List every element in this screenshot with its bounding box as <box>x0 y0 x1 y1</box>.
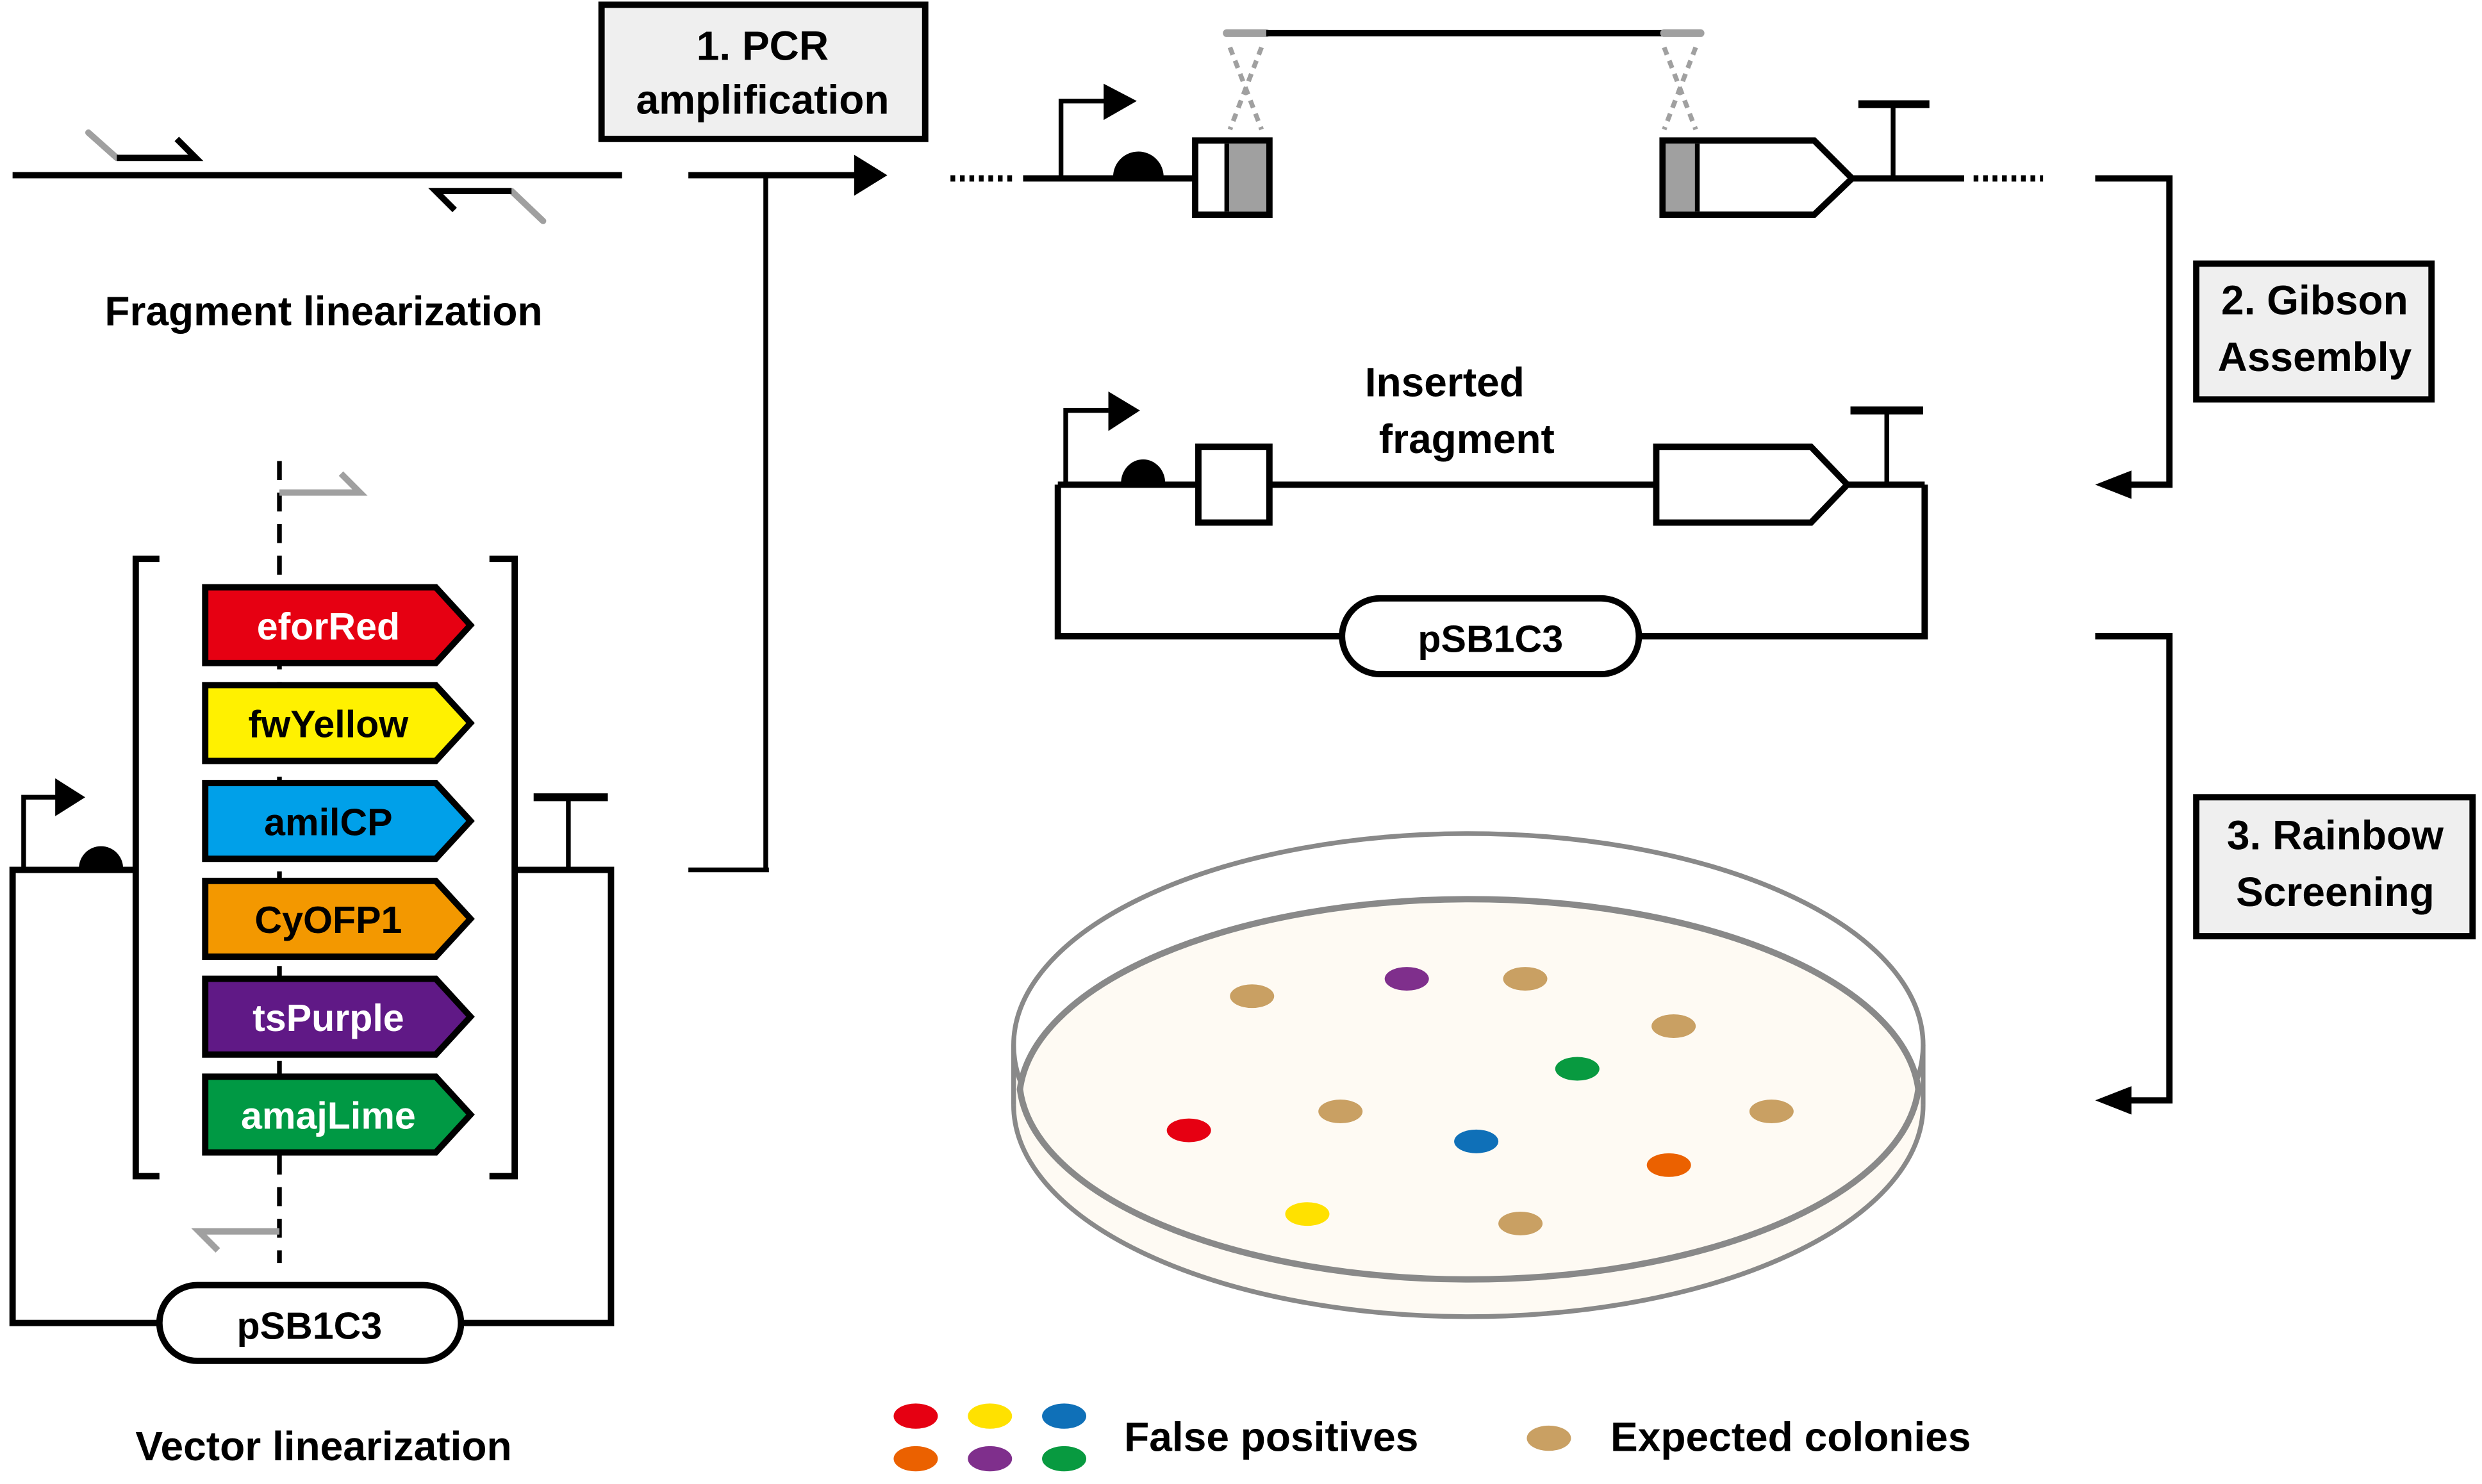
gene-stack: eforRed fwYellow amilCP CyOFP1 tsPurple amajL… <box>202 584 475 1156</box>
false-positive-colony <box>1646 1153 1691 1177</box>
terminator-icon <box>1850 406 1923 485</box>
step-gibson-line1: 2. Gibson <box>2221 277 2408 323</box>
promoter-icon <box>1063 392 1140 485</box>
forward-primer-icon <box>85 129 204 161</box>
overlap-crossover-left <box>1227 46 1264 131</box>
gene-CyOFP1: CyOFP1 <box>202 877 475 960</box>
expected-colony <box>1651 1014 1696 1038</box>
gene-label: fwYellow <box>249 703 410 746</box>
gene-arrow-shape <box>202 975 475 1058</box>
right-cds-overlap <box>1659 137 1857 218</box>
backbone-label: pSB1C3 <box>1418 618 1563 661</box>
pcr-flow-arrows <box>688 154 888 873</box>
promoter-icon <box>1058 83 1137 179</box>
legend: False positives Expected colonies <box>893 1403 1971 1472</box>
colony-layer <box>1166 967 1794 1235</box>
legend-expected-swatch <box>1526 1425 1571 1451</box>
fragment-template: Fragment linearization <box>12 129 622 334</box>
false-positive-colony <box>1384 967 1429 991</box>
left-overlap-box <box>1192 137 1273 218</box>
bracket-left <box>132 556 160 1180</box>
gene-label: eforRed <box>257 605 400 648</box>
reverse-primer-icon <box>428 188 547 224</box>
vector-library: eforRed fwYellow amilCP CyOFP1 tsPurple amajL… <box>9 461 615 1469</box>
backbone-capsule <box>1339 595 1642 677</box>
gene-label: CyOFP1 <box>254 898 402 941</box>
step-rainbow-line1: 3. Rainbow <box>2227 812 2444 859</box>
gene-amajLime: amajLime <box>202 1073 475 1156</box>
step-pcr-line1: 1. PCR <box>697 23 829 69</box>
rbs-icon <box>1121 459 1166 483</box>
gene-eforRed: eforRed <box>202 584 475 666</box>
false-positive-colony <box>1555 1057 1600 1081</box>
legend-swatch <box>893 1403 938 1429</box>
legend-swatch <box>968 1403 1013 1429</box>
false-positive-colony <box>1166 1118 1211 1142</box>
fragment-linearization-label: Fragment linearization <box>104 288 542 334</box>
arrow-left-icon <box>2095 1086 2132 1115</box>
terminator-icon <box>533 793 608 870</box>
gibson-flow-arrow <box>2095 175 2173 499</box>
false-positive-colony <box>1454 1129 1499 1153</box>
gene-label: amajLime <box>241 1094 416 1137</box>
assembled-plasmid: Inserted fragment pSB1C3 <box>1054 359 1928 677</box>
inserted-fragment-line1: Inserted <box>1365 359 1525 405</box>
false-positive-colony <box>1285 1202 1330 1226</box>
expected-colony <box>1498 1211 1543 1235</box>
legend-swatch <box>968 1446 1013 1472</box>
legend-false-positive-swatches <box>893 1403 1087 1472</box>
linearized-vector-ends <box>950 29 2044 218</box>
vector-backbone-label: pSB1C3 <box>236 1304 382 1347</box>
rainbow-flow-arrow <box>2095 632 2173 1115</box>
step-gibson-line2: Assembly <box>2218 334 2412 380</box>
arrow-right-icon <box>854 154 888 196</box>
terminator-icon <box>1858 100 1930 179</box>
gene-fwYellow: fwYellow <box>202 682 475 764</box>
expected-colony <box>1503 967 1548 991</box>
gene-tsPurple: tsPurple <box>202 975 475 1058</box>
vector-reverse-primer-icon <box>191 1228 280 1253</box>
gene-label: amilCP <box>264 800 392 843</box>
vector-linearization-label: Vector linearization <box>135 1423 511 1469</box>
arrow-left-icon <box>2095 470 2132 499</box>
vector-backbone-capsule <box>156 1282 465 1364</box>
inserted-fragment-line2: fragment <box>1379 416 1555 462</box>
rbs-icon <box>79 846 124 869</box>
legend-swatch <box>893 1446 938 1472</box>
agar-surface <box>1016 896 1922 1283</box>
step-gibson-assembly: 2. Gibson Assembly <box>2193 260 2435 403</box>
rbs-icon <box>1113 151 1164 177</box>
n-term-box <box>1195 443 1273 526</box>
promoter-icon <box>21 778 85 870</box>
legend-swatch <box>1042 1446 1087 1472</box>
legend-swatch <box>1042 1403 1087 1429</box>
step-pcr-line2: amplification <box>636 76 889 122</box>
gene-arrow-shape <box>202 682 475 764</box>
gene-arrow-shape <box>202 780 475 862</box>
step-rainbow-screening: 3. Rainbow Screening <box>2193 794 2476 939</box>
petri-dish <box>1011 831 1926 1319</box>
legend-false-positives: False positives <box>1124 1414 1418 1460</box>
legend-expected-colonies: Expected colonies <box>1610 1414 1971 1460</box>
gene-amilCP: amilCP <box>202 780 475 862</box>
expected-colony <box>1318 1100 1363 1124</box>
overlap-crossover-right <box>1662 46 1698 131</box>
vector-forward-primer-icon <box>279 471 368 496</box>
cds-arrow-box <box>1653 443 1852 526</box>
expected-colony <box>1749 1100 1794 1124</box>
gene-arrow-shape <box>202 877 475 960</box>
step-rainbow-line2: Screening <box>2236 869 2435 915</box>
bracket-right <box>489 556 518 1180</box>
gene-arrow-shape <box>202 1073 475 1156</box>
gene-arrow-shape <box>202 584 475 666</box>
gene-label: tsPurple <box>252 996 404 1039</box>
expected-colony <box>1230 984 1275 1009</box>
step-pcr-amplification: 1. PCR amplification <box>598 1 929 142</box>
